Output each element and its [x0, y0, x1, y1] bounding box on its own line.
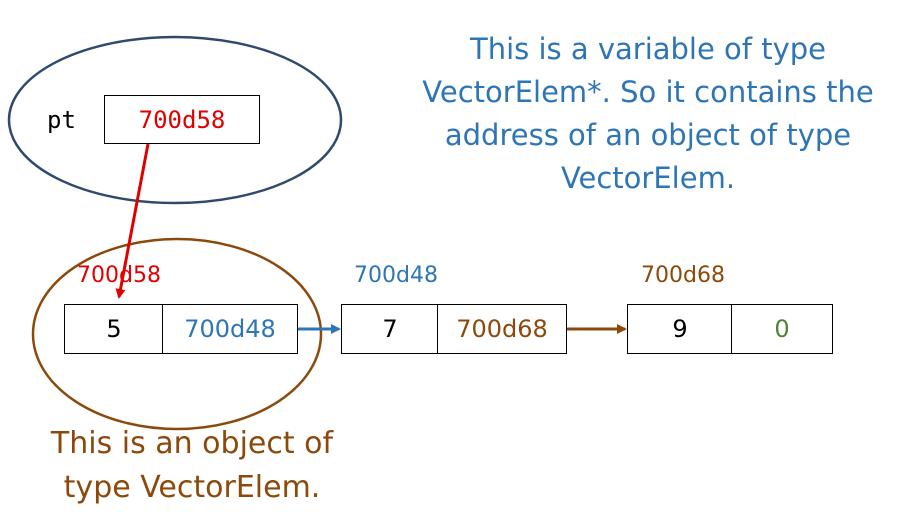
pointer-note-line: VectorElem*. So it contains the [422, 75, 874, 109]
pointer-name: pt [47, 106, 76, 134]
node-value: 9 [672, 315, 688, 343]
object-note: This is an object of type VectorElem. [22, 422, 362, 510]
pointer-note-line: address of an object of type [444, 118, 852, 152]
object-ellipse [31, 237, 323, 431]
node-next-cell: 700d48 [162, 304, 298, 354]
node-value-cell: 7 [341, 304, 439, 354]
node-value: 7 [382, 315, 398, 343]
pointer-note-line: VectorElem. [560, 161, 736, 195]
object-note-line: This is an object of [50, 426, 334, 461]
pointer-note: This is a variable of type VectorElem*. … [378, 28, 918, 200]
node-address: 700d68 [641, 263, 725, 288]
pointer-arrow [115, 143, 150, 299]
pointer-value-box: 700d58 [104, 95, 260, 144]
node-value-cell: 9 [627, 304, 733, 354]
pointer-note-line: This is a variable of type [469, 32, 826, 66]
node-next: 0 [774, 315, 790, 343]
object-note-line: type VectorElem. [63, 470, 321, 505]
node-value: 5 [106, 315, 122, 343]
node-next-cell: 0 [731, 304, 833, 354]
node-next-cell: 700d68 [437, 304, 567, 354]
pointer-ellipse [7, 35, 343, 205]
node-address: 700d48 [354, 263, 438, 288]
node-address: 700d58 [77, 263, 161, 288]
pointer-value: 700d58 [138, 105, 226, 134]
node-value-cell: 5 [64, 304, 164, 354]
node-next: 700d48 [184, 315, 276, 343]
node-next: 700d68 [456, 315, 548, 343]
